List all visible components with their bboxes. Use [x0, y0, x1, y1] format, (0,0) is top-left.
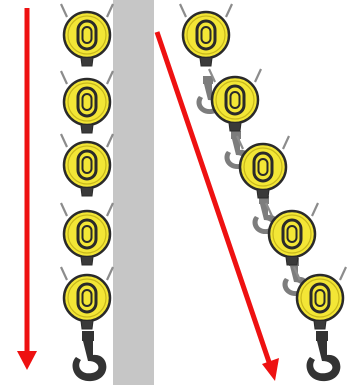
arrow-down: [17, 8, 37, 370]
arrow-diagonal: [154, 31, 279, 381]
left-panel: [0, 0, 113, 385]
